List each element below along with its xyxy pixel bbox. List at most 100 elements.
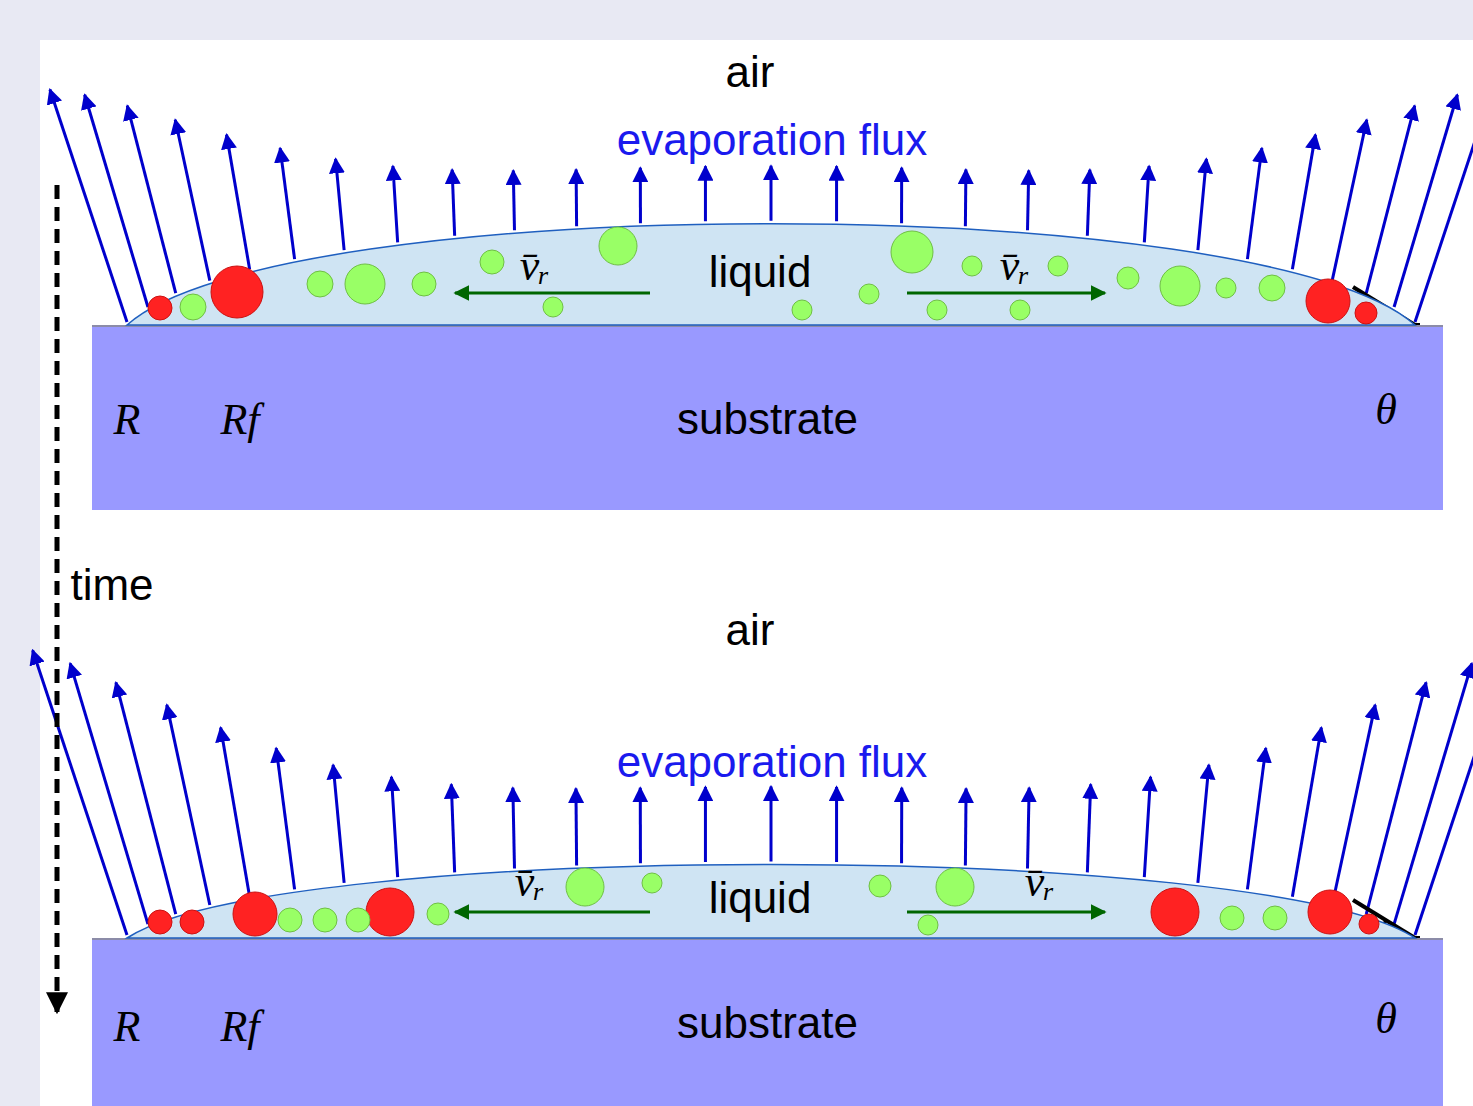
evaporation-arrows <box>33 89 1473 935</box>
angle-symbol: θ <box>1371 388 1401 432</box>
medium-label: air <box>722 50 779 94</box>
suspended-particle <box>1263 906 1287 930</box>
time-label: time <box>66 563 157 607</box>
suspended-particle <box>278 908 302 932</box>
evaporation-arrow <box>1144 166 1149 242</box>
velocity-symbol: v̄ᵣ <box>996 244 1034 288</box>
time-arrow <box>55 185 60 1012</box>
evaporation-arrow <box>85 95 148 307</box>
suspended-particle <box>313 908 337 932</box>
evaporation-arrow <box>1247 148 1261 259</box>
evaporation-arrow <box>1198 159 1207 250</box>
evaporation-arrow <box>227 135 250 270</box>
evaporation-arrow <box>175 120 210 281</box>
suspended-particle <box>927 300 947 320</box>
evaporation-arrow <box>452 170 455 236</box>
deposited-particle <box>148 910 172 934</box>
evaporation-arrow <box>280 148 294 259</box>
evaporation-arrow <box>127 106 175 294</box>
evaporation-arrow <box>1366 682 1426 914</box>
deposited-particle <box>1359 914 1379 934</box>
suspended-particle <box>1010 300 1030 320</box>
droplet-outline <box>127 224 1415 325</box>
liquid-droplet: liquid <box>127 860 1415 938</box>
evaporation-arrow <box>704 166 707 221</box>
suspended-particle <box>918 915 938 935</box>
suspended-particle <box>792 300 812 320</box>
suspended-particle <box>427 903 449 925</box>
evaporation-arrow <box>964 170 967 227</box>
flux-label: evaporation flux <box>613 118 932 162</box>
deposited-particle <box>233 892 277 936</box>
medium-label: air <box>722 608 779 652</box>
radius-symbol: R <box>110 398 145 442</box>
suspended-particle <box>1220 906 1244 930</box>
radial-flow-arrow <box>455 292 650 295</box>
suspended-particle <box>543 297 563 317</box>
substrate-block: substrate <box>92 325 1443 510</box>
evaporation-arrow <box>1332 705 1375 905</box>
front-radius-symbol: Rf <box>216 1005 263 1049</box>
evaporation-arrow <box>1394 95 1457 307</box>
deposited-particle <box>180 910 204 934</box>
suspended-particle <box>1160 266 1200 306</box>
evaporation-arrow <box>835 166 838 221</box>
suspended-particle <box>412 272 436 296</box>
evaporation-arrow <box>1087 784 1090 872</box>
evaporation-arrow <box>451 784 454 872</box>
suspended-particle <box>566 868 604 906</box>
suspended-particle <box>1216 278 1236 298</box>
evaporation-arrow <box>333 765 344 883</box>
evaporation-arrow <box>391 777 397 877</box>
suspended-particle <box>180 294 206 320</box>
evaporation-arrow <box>276 748 294 889</box>
node-label: substrate <box>677 1001 858 1045</box>
evaporation-arrow <box>704 787 707 862</box>
radial-flow-arrow <box>907 292 1105 295</box>
node-label: substrate <box>677 397 858 441</box>
deposited-particle <box>1355 302 1377 324</box>
radial-flow-arrow <box>907 911 1105 914</box>
evaporation-arrow <box>900 788 903 863</box>
droplet-outline <box>127 865 1415 939</box>
deposited-particle <box>1308 890 1352 934</box>
evaporation-arrow <box>1028 171 1029 231</box>
evaporation-arrow <box>50 89 127 322</box>
evaporation-arrow <box>835 787 838 862</box>
suspended-particle <box>936 868 974 906</box>
suspended-particle <box>962 256 982 276</box>
liquid-droplet: liquid <box>127 215 1415 325</box>
radius-symbol: R <box>110 1005 145 1049</box>
evaporation-arrow <box>1292 135 1315 270</box>
evaporation-arrow <box>116 682 176 914</box>
evaporation-arrow <box>1292 728 1321 897</box>
evaporation-arrow <box>1415 89 1473 322</box>
suspended-particle <box>307 271 333 297</box>
node-label: liquid <box>709 876 812 920</box>
evaporation-arrow <box>221 728 250 897</box>
evaporation-arrow <box>1415 650 1473 935</box>
evaporation-arrow <box>70 663 148 924</box>
angle-symbol: θ <box>1371 997 1401 1041</box>
radial-flow-arrow <box>455 911 650 914</box>
velocity-symbol: v̄ᵣ <box>1021 860 1059 904</box>
evaporation-arrow <box>1247 748 1265 889</box>
suspended-particle <box>345 264 385 304</box>
evaporation-arrow <box>513 788 515 869</box>
deposited-particle <box>148 296 172 320</box>
front-radius-symbol: Rf <box>216 398 263 442</box>
evaporation-arrow <box>639 168 642 223</box>
suspended-particle <box>642 873 662 893</box>
evaporation-arrow <box>393 166 398 242</box>
suspended-particle <box>480 250 504 274</box>
suspended-particle <box>346 908 370 932</box>
evaporation-arrow <box>1087 170 1090 236</box>
velocity-symbol: v̄ᵣ <box>516 244 554 288</box>
evaporation-arrow <box>1198 765 1209 883</box>
page-panel <box>40 40 1473 1106</box>
evaporation-arrow <box>574 789 578 866</box>
evaporation-arrow <box>575 170 578 227</box>
evaporation-arrow <box>1028 788 1030 869</box>
evaporation-arrow <box>1144 777 1150 877</box>
suspended-particle <box>891 231 933 273</box>
